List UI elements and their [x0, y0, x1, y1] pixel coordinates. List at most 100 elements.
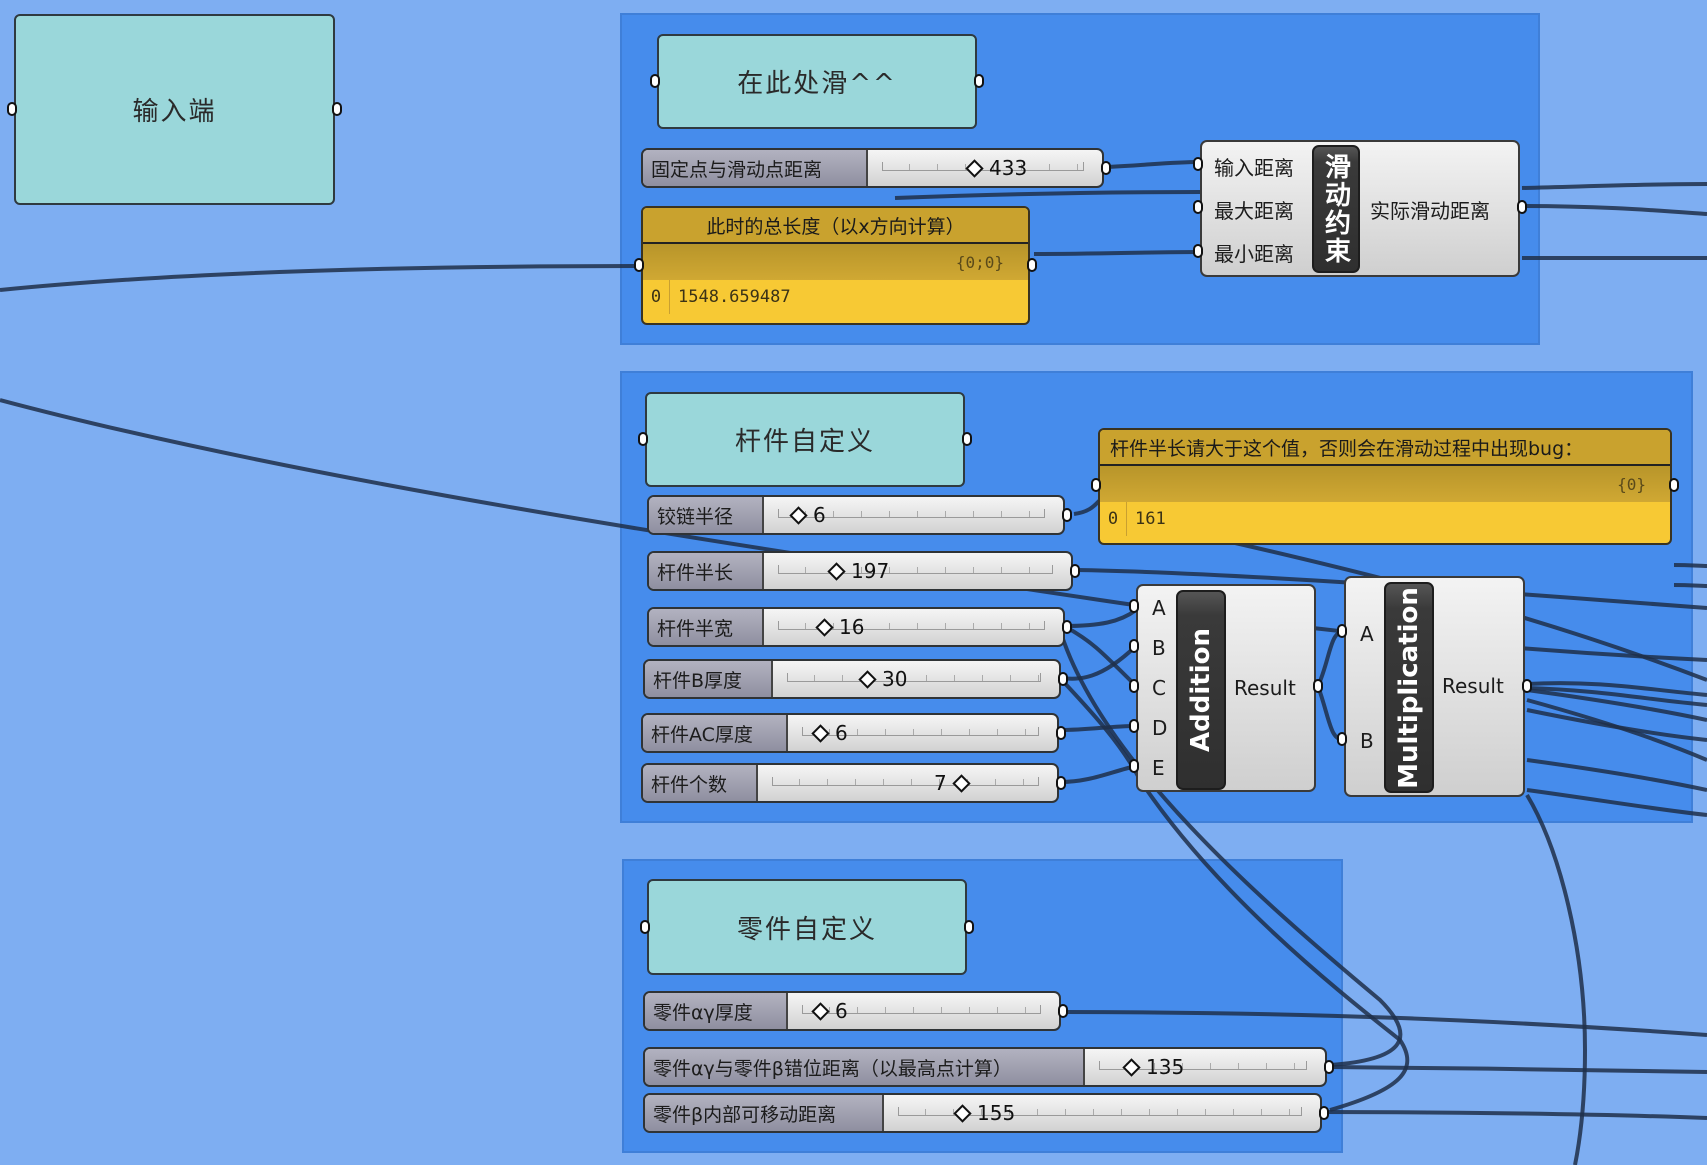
slider-label: 固定点与滑动点距离: [643, 150, 868, 186]
slider-track[interactable]: 30: [773, 661, 1059, 697]
panel-path: {0}: [1100, 466, 1670, 502]
slider-rod-count[interactable]: 杆件个数 7: [641, 763, 1059, 803]
input-param: 最小距离: [1214, 242, 1294, 266]
sliding-constraint-component[interactable]: 输入距离 最大距离 最小距离 滑动约束 实际滑动距离: [1200, 140, 1520, 277]
input-port[interactable]: [640, 920, 650, 934]
slider-grip-icon[interactable]: [827, 561, 846, 581]
panel-rod-half-length-warning[interactable]: 杆件半长请大于这个值，否则会在滑动过程中出现bug： {0} 0 161: [1098, 428, 1672, 545]
slider-value: 16: [839, 615, 865, 639]
slider-fixed-sliding-distance[interactable]: 固定点与滑动点距离 433: [641, 148, 1104, 188]
panel-total-length[interactable]: 此时的总长度（以x方向计算） {0;0} 0 1548.659487: [641, 206, 1030, 325]
input-param: A: [1152, 596, 1166, 620]
output-port[interactable]: [1313, 679, 1323, 693]
slider-grip-icon[interactable]: [965, 158, 984, 178]
part-definition-label[interactable]: 零件自定义: [647, 879, 967, 975]
slider-track[interactable]: 155: [884, 1095, 1320, 1131]
input-port[interactable]: [1129, 599, 1139, 613]
output-port[interactable]: [1058, 672, 1068, 686]
output-port[interactable]: [1056, 776, 1066, 790]
slider-part-alpha-gamma-thickness[interactable]: 零件αγ厚度 6: [643, 991, 1061, 1031]
slider-label: 零件αγ与零件β错位距离（以最高点计算）: [645, 1049, 1085, 1085]
output-param: Result: [1234, 676, 1296, 700]
input-param: C: [1152, 676, 1166, 700]
output-port[interactable]: [1319, 1106, 1329, 1120]
input-port[interactable]: [7, 102, 17, 116]
slider-rod-half-length[interactable]: 杆件半长 197: [647, 551, 1073, 591]
slider-grip-icon[interactable]: [811, 1001, 830, 1021]
output-param: 实际滑动距离: [1370, 199, 1490, 223]
slider-value: 6: [813, 503, 826, 527]
component-nickname: 滑动约束: [1312, 145, 1360, 273]
slider-grip-icon[interactable]: [952, 773, 971, 793]
slider-label: 杆件AC厚度: [643, 715, 788, 751]
slider-track[interactable]: 7: [758, 765, 1057, 801]
rod-definition-label[interactable]: 杆件自定义: [645, 392, 965, 487]
slider-track[interactable]: 16: [764, 609, 1063, 645]
input-port[interactable]: [1337, 732, 1347, 746]
input-end-label[interactable]: 输入端: [14, 14, 335, 205]
output-port[interactable]: [964, 920, 974, 934]
input-port[interactable]: [650, 74, 660, 88]
panel-title: 此时的总长度（以x方向计算）: [643, 208, 1028, 244]
output-port[interactable]: [1517, 200, 1527, 214]
input-port[interactable]: [1129, 639, 1139, 653]
slider-grip-icon[interactable]: [1122, 1057, 1141, 1077]
slider-track[interactable]: 433: [868, 150, 1102, 186]
slider-value: 7: [934, 771, 947, 795]
input-port[interactable]: [1193, 157, 1203, 171]
output-port[interactable]: [1062, 508, 1072, 522]
slider-track[interactable]: 135: [1085, 1049, 1325, 1085]
slider-rod-b-thickness[interactable]: 杆件B厚度 30: [643, 659, 1061, 699]
slider-rod-ac-thickness[interactable]: 杆件AC厚度 6: [641, 713, 1059, 753]
slider-label: 杆件B厚度: [645, 661, 773, 697]
output-port[interactable]: [1324, 1060, 1334, 1074]
slider-grip-icon[interactable]: [789, 505, 808, 525]
input-port[interactable]: [1091, 478, 1101, 492]
multiplication-component[interactable]: A B Multiplication Result: [1344, 576, 1525, 797]
slider-grip-icon[interactable]: [858, 669, 877, 689]
input-param: A: [1360, 622, 1374, 646]
output-port[interactable]: [1669, 478, 1679, 492]
output-port[interactable]: [1058, 1004, 1068, 1018]
slider-part-beta-movable-distance[interactable]: 零件β内部可移动距离 155: [643, 1093, 1322, 1133]
input-param: D: [1152, 716, 1168, 740]
input-port[interactable]: [1129, 719, 1139, 733]
output-port[interactable]: [962, 432, 972, 446]
slider-track[interactable]: 197: [764, 553, 1071, 589]
output-param: Result: [1442, 674, 1504, 698]
output-port[interactable]: [1027, 258, 1037, 272]
input-port[interactable]: [1193, 244, 1203, 258]
output-port[interactable]: [1101, 161, 1111, 175]
panel-row: 0 161: [1100, 502, 1670, 536]
slider-track[interactable]: 6: [764, 497, 1063, 533]
slider-label: 铰链半径: [649, 497, 764, 533]
slider-value: 6: [835, 999, 848, 1023]
input-port[interactable]: [634, 258, 644, 272]
output-port[interactable]: [974, 74, 984, 88]
slider-part-offset-distance[interactable]: 零件αγ与零件β错位距离（以最高点计算） 135: [643, 1047, 1327, 1087]
input-port[interactable]: [1193, 200, 1203, 214]
input-port[interactable]: [638, 432, 648, 446]
input-param: E: [1152, 756, 1165, 780]
slider-grip-icon[interactable]: [815, 617, 834, 637]
slider-rod-half-width[interactable]: 杆件半宽 16: [647, 607, 1065, 647]
slider-track[interactable]: 6: [788, 715, 1057, 751]
slide-here-label[interactable]: 在此处滑^^: [657, 34, 977, 129]
slider-track[interactable]: 6: [788, 993, 1059, 1029]
addition-component[interactable]: A B C D E Addition Result: [1136, 584, 1316, 792]
input-port[interactable]: [1129, 759, 1139, 773]
input-port[interactable]: [1129, 679, 1139, 693]
slider-value: 433: [989, 156, 1028, 180]
output-port[interactable]: [1062, 620, 1072, 634]
input-port[interactable]: [1337, 624, 1347, 638]
output-port[interactable]: [1522, 679, 1532, 693]
output-port[interactable]: [1056, 726, 1066, 740]
slider-label: 零件αγ厚度: [645, 993, 788, 1029]
wire: [1521, 204, 1707, 216]
wire: [1329, 1065, 1707, 1074]
output-port[interactable]: [332, 102, 342, 116]
output-port[interactable]: [1070, 564, 1080, 578]
slider-grip-icon[interactable]: [811, 723, 830, 743]
slider-grip-icon[interactable]: [953, 1103, 972, 1123]
slider-hinge-radius[interactable]: 铰链半径 6: [647, 495, 1065, 535]
